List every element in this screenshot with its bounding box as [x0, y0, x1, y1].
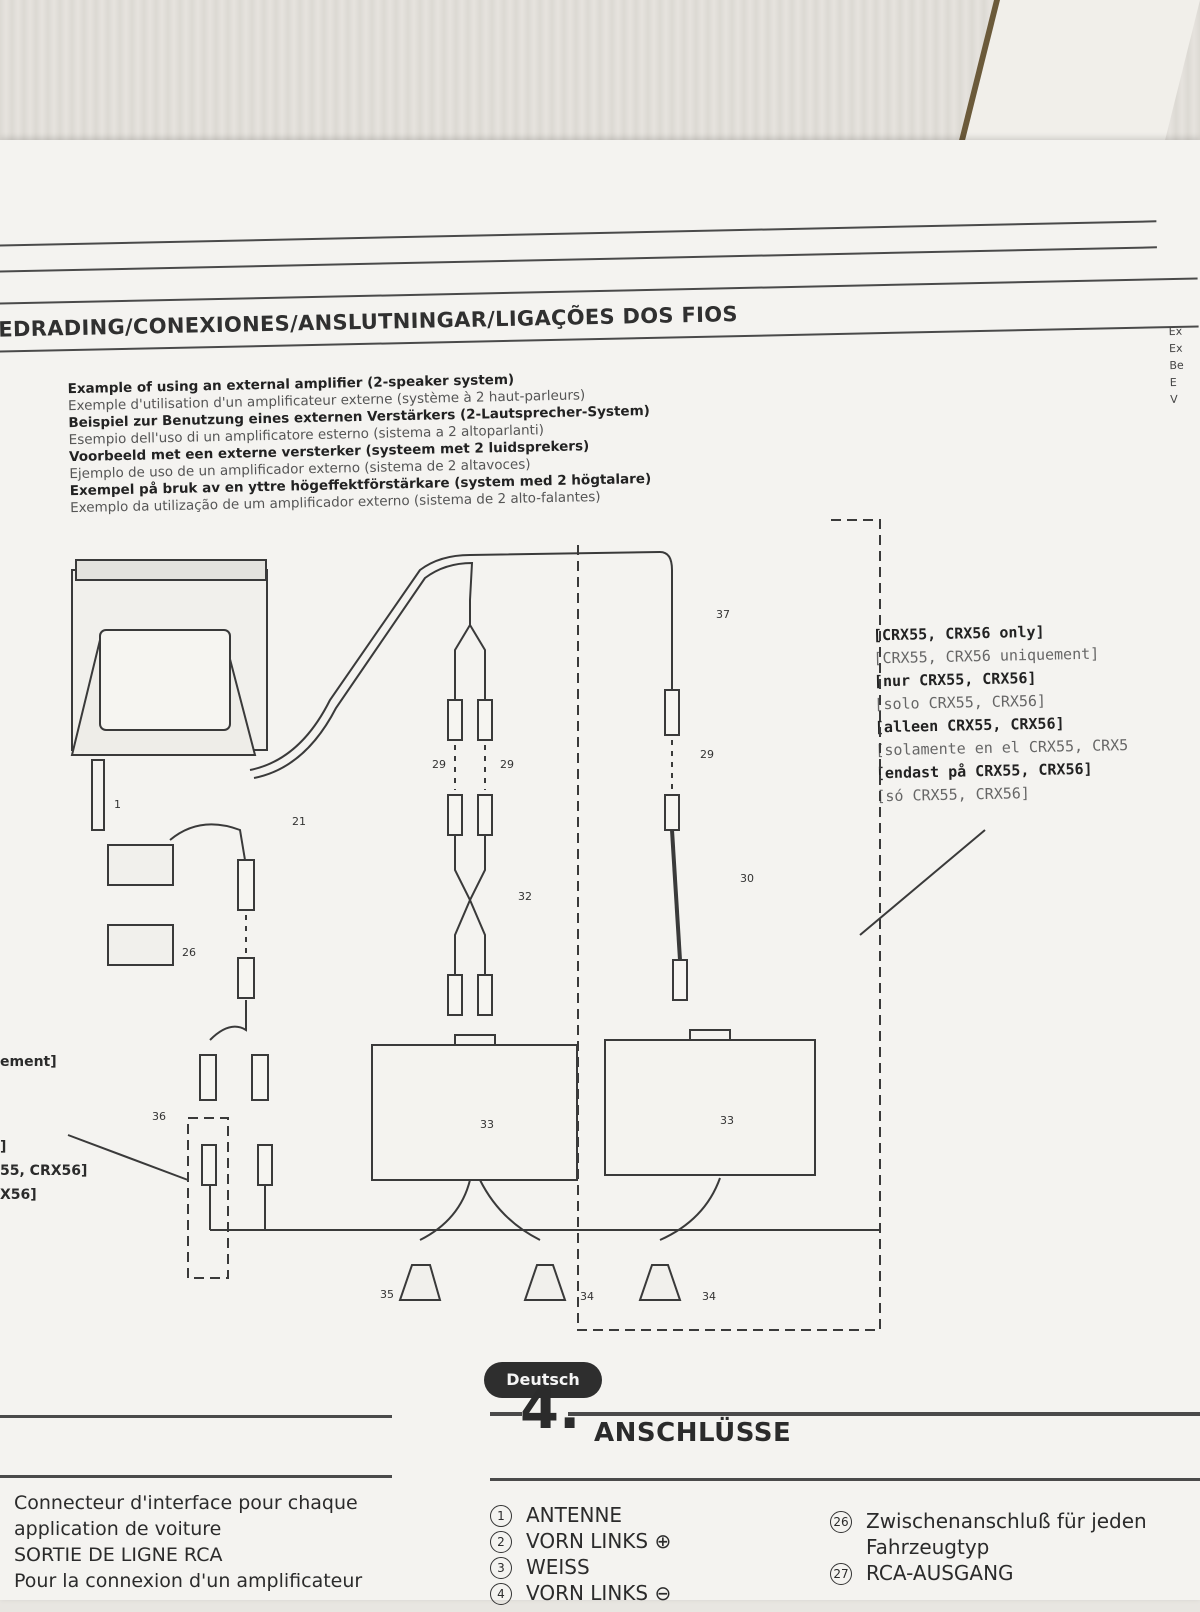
extension-plug [672, 959, 688, 1001]
callout-26: 26 [182, 946, 196, 959]
item-label: Fahrzeugtyp [866, 1535, 990, 1559]
callout-29: 29 [700, 748, 714, 761]
y-cable-plug [477, 974, 493, 1016]
manual-sheet [0, 140, 1200, 1600]
item-number: 27 [830, 1563, 852, 1585]
callout-33: 33 [480, 1118, 494, 1131]
callout-29: 29 [432, 758, 446, 771]
harness-plug [237, 859, 255, 911]
rca-split-left [454, 600, 471, 700]
rca-split-right [469, 624, 486, 700]
y-cable-plug [447, 794, 463, 836]
item-label: Zwischenanschluß für jeden [866, 1509, 1147, 1533]
amplifier-left [371, 1044, 578, 1181]
item-label: WEISS [526, 1555, 590, 1579]
callout-36: 36 [152, 1110, 166, 1123]
bottom-rule-left-2 [0, 1475, 392, 1478]
rca-cable [249, 550, 673, 771]
section-rule-top [568, 1412, 1200, 1416]
item-number: 26 [830, 1511, 852, 1533]
rca-plug [664, 689, 680, 736]
harness-plug [237, 957, 255, 999]
head-unit [70, 559, 268, 756]
section-title: ANSCHLÜSSE [594, 1418, 792, 1448]
callout-30: 30 [740, 872, 754, 885]
y-cable-plug [447, 974, 463, 1016]
extension-cable [670, 829, 682, 961]
harness-plug [201, 1144, 217, 1186]
rca-plug [447, 699, 463, 741]
item-label: RCA-AUSGANG [866, 1561, 1014, 1585]
amplifier-right [604, 1039, 816, 1176]
callout-29: 29 [500, 758, 514, 771]
callout-21: 21 [292, 815, 306, 828]
speaker [638, 1264, 682, 1301]
french-legend: Connecteur d'interface pour chaque appli… [14, 1490, 394, 1594]
callout-33: 33 [720, 1114, 734, 1127]
legend-item: 26 Zwischenanschluß für jeden [830, 1508, 1200, 1534]
item-number: 4 [490, 1583, 512, 1605]
callout-34: 34 [702, 1290, 716, 1303]
dashed-region-left [187, 1117, 229, 1279]
language-badge: Deutsch [484, 1362, 602, 1398]
item-number: 1 [490, 1505, 512, 1527]
section-number: 4. [520, 1377, 581, 1442]
harness-plug [257, 1144, 273, 1186]
item-label: VORN LINKS ⊖ [526, 1581, 672, 1605]
speaker-leads [209, 1150, 266, 1230]
german-legend: 1 ANTENNE 2 VORN LINKS ⊕ 3 WEISS 4 VORN LINK… [490, 1502, 830, 1606]
callout-34: 34 [580, 1290, 594, 1303]
section-rule-stub [490, 1412, 522, 1416]
legend-line: SORTIE DE LIGNE RCA [14, 1544, 223, 1566]
amplifier-jack [689, 1029, 731, 1041]
legend-item: 4 VORN LINKS ⊖ [490, 1580, 830, 1606]
harness-plug [251, 1054, 269, 1101]
section-rule-bottom [490, 1478, 1200, 1481]
legend-line: application de voiture [14, 1518, 222, 1540]
rca-plug [477, 699, 493, 741]
dashed-connections [454, 740, 673, 790]
harness-wire [169, 823, 246, 861]
speaker-wires [419, 1177, 721, 1241]
callout-32: 32 [518, 890, 532, 903]
callout-labels: 1 21 26 29 29 29 30 32 33 33 34 34 35 36… [114, 608, 754, 1303]
note-arrow-left [67, 1134, 189, 1181]
y-cable-plug [477, 794, 493, 836]
legend-item: 3 WEISS [490, 1554, 830, 1580]
antenna-plug [91, 759, 105, 831]
extension-plug [664, 794, 680, 831]
edge-text-left: ement] [0, 1054, 57, 1070]
german-legend-2: 26 Zwischenanschluß für jeden Fahrzeugtyp… [830, 1508, 1200, 1586]
y-cable [454, 835, 486, 975]
harness-connector [107, 924, 174, 966]
harness-plug [199, 1054, 217, 1101]
legend-item: 2 VORN LINKS ⊕ [490, 1528, 830, 1554]
harness-wire [209, 1000, 247, 1041]
legend-item: 1 ANTENNE [490, 1502, 830, 1528]
callout-37: 37 [716, 608, 730, 621]
legend-line: Connecteur d'interface pour chaque [14, 1492, 358, 1514]
edge-fragment: X56] [0, 1187, 37, 1203]
legend-item: Fahrzeugtyp [830, 1534, 1200, 1560]
edge-fragment: ] [0, 1139, 7, 1155]
edge-text-left-lower: ] 55, CRX56] X56] [0, 1135, 87, 1207]
dashed-region-right [577, 519, 881, 1331]
note-arrow [859, 829, 986, 936]
edge-fragment: 55, CRX56] [0, 1163, 88, 1179]
callout-35: 35 [380, 1288, 394, 1301]
item-label: ANTENNE [526, 1503, 623, 1527]
amplifier-jack [454, 1034, 496, 1046]
harness-connector [107, 844, 174, 886]
legend-item: 27 RCA-AUSGANG [830, 1560, 1200, 1586]
callout-1: 1 [114, 798, 121, 811]
legend-line: Pour la connexion d'un amplificateur [14, 1570, 363, 1592]
item-label: VORN LINKS ⊕ [526, 1529, 672, 1553]
rca-cable-inner [253, 561, 474, 779]
item-number: 2 [490, 1531, 512, 1553]
speaker [523, 1264, 567, 1301]
speaker [398, 1264, 442, 1301]
bottom-rule-left-1 [0, 1415, 392, 1418]
item-number: 3 [490, 1557, 512, 1579]
